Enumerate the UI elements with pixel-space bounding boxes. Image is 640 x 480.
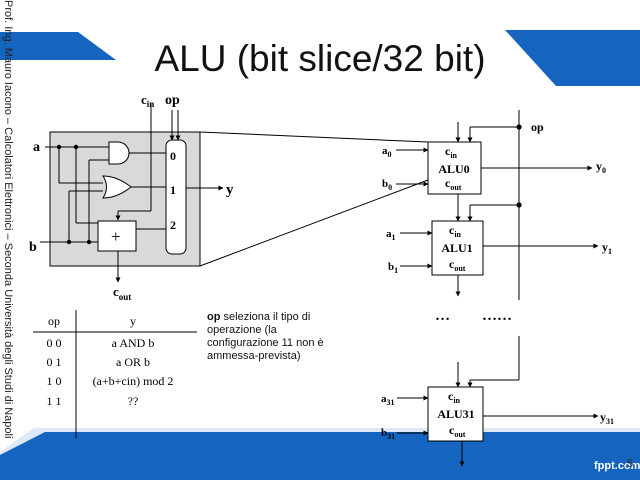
alu1-name: ALU1 [441,241,472,255]
input-b-label: b [29,240,37,255]
adder-block [97,220,137,252]
alu0-b-label: b0 [382,178,392,192]
mux-label-1: 1 [170,183,176,197]
alu31-b-label: b31 [381,427,395,441]
bottom-band [0,432,640,480]
alu1-b-label: b1 [388,261,398,275]
slide-title: ALU (bit slice/32 bit) [154,38,486,79]
table-row-y: a AND b [112,336,155,350]
table-header-y: y [130,314,136,328]
and-gate [108,141,130,165]
detail-circuit [40,103,429,283]
mux [165,139,187,255]
brand-logo: fppt.com [594,460,640,472]
top-left-band [0,32,116,60]
zoom-line-bottom [199,179,429,267]
alu31-y-label: y31 [600,410,614,426]
alu1-y-label: y1 [602,240,612,256]
alu1-cout: cout [449,257,466,273]
alu31-name: ALU31 [437,407,474,421]
cout-label: cout [113,284,131,302]
table-row-y: a OR b [116,355,150,369]
chain-junctions [516,124,522,208]
alu0-y-label: y0 [596,159,606,175]
table-header-op: op [48,314,60,328]
top-right-band [505,30,640,86]
op-note: op seleziona il tipo di operazione (la c… [207,311,325,363]
cin-label: cin [141,92,154,109]
alu0-cout: cout [445,176,462,192]
zoom-line-top [199,131,429,143]
alu0-a-label: a0 [382,145,392,159]
table-row-op: 0 0 [47,336,62,350]
or-gate [102,175,132,199]
adder-symbol: + [111,227,121,246]
op-table [33,310,197,438]
alu31-a-label: a31 [381,393,395,407]
mux-label-2: 2 [170,218,176,232]
op-note-keyword: op [207,311,221,323]
table-row-y: ?? [128,394,139,408]
alu0-name: ALU0 [438,162,469,176]
alu31-cout: cout [449,423,466,439]
table-row-op: 1 0 [47,374,62,388]
input-a-label: a [33,140,40,155]
table-row-y: (a+b+cin) mod 2 [93,374,174,388]
alu1-a-label: a1 [386,228,396,242]
op-label: op [165,93,180,108]
alu-chain [396,110,599,467]
table-row-op: 0 1 [47,355,62,369]
dots-right: …… [482,308,512,324]
alu1-cin: cin [449,223,462,239]
mux-label-0: 0 [170,149,176,163]
alu31-cin: cin [448,389,461,405]
detail-junctions [56,144,92,245]
dots-left: … [435,308,450,324]
op-note-text: seleziona il tipo di operazione (la conf… [207,311,324,362]
alu31-block [427,386,484,442]
alu0-cin: cin [445,144,458,160]
chain-op-label: op [531,120,544,134]
table-row-op: 1 1 [47,394,62,408]
page-number: 5 [627,458,634,470]
output-y-label: y [226,182,234,198]
